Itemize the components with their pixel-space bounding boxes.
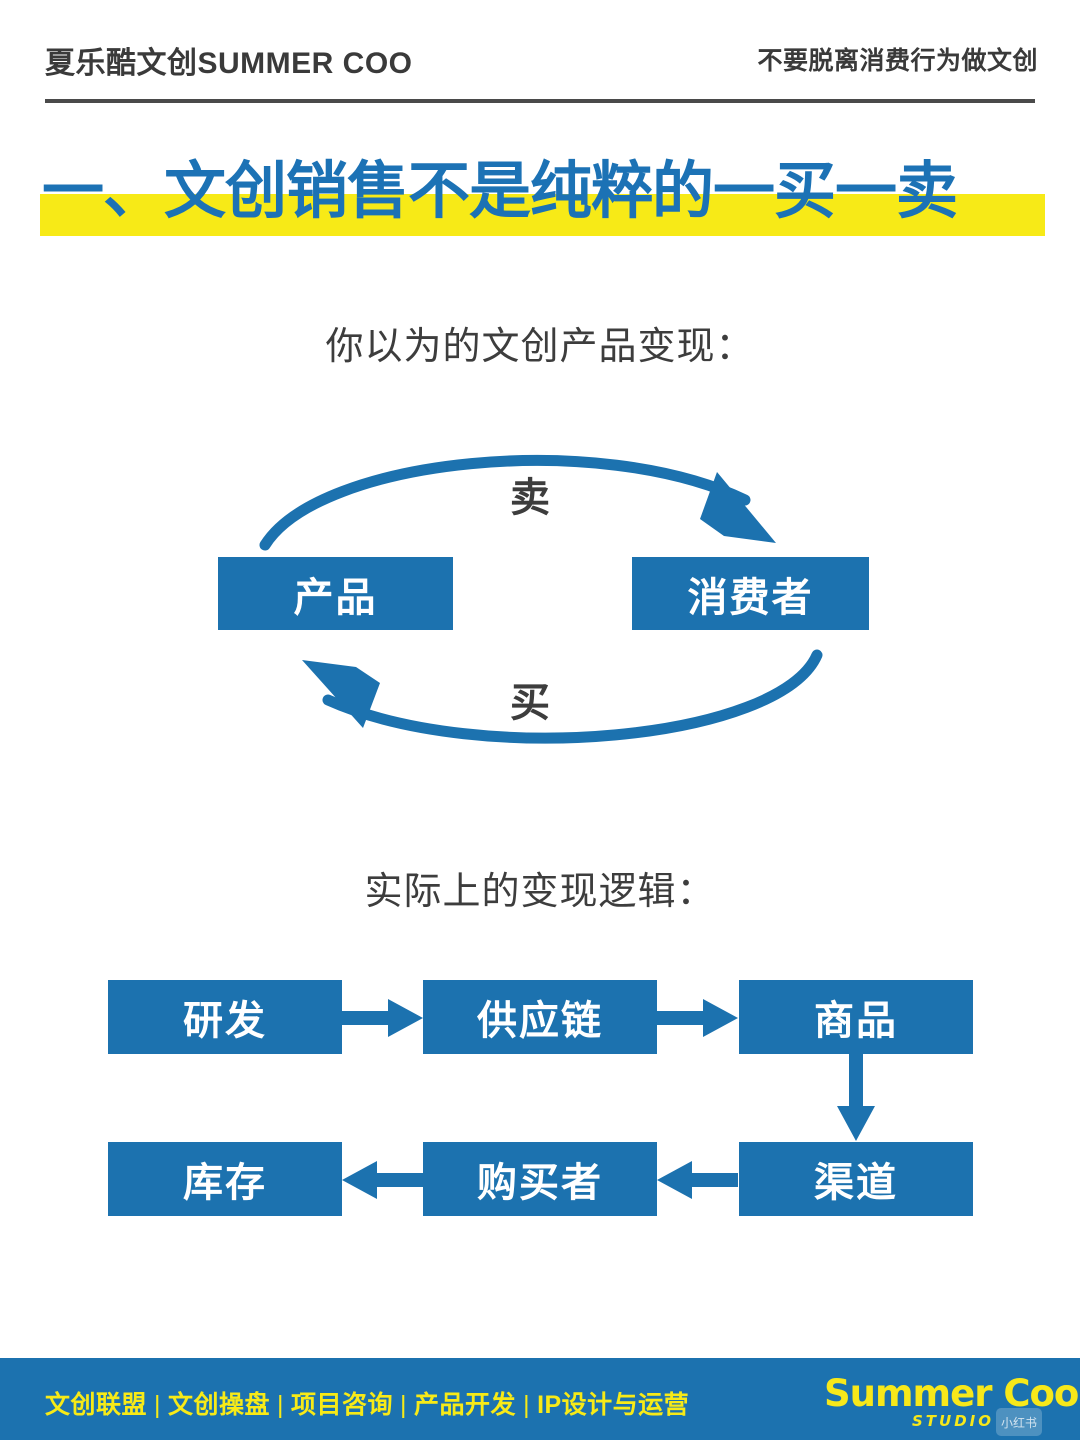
- header-tagline: 不要脱离消费行为做文创: [757, 47, 1038, 75]
- footer-logo: Summer Coo STUDIO 小红书: [824, 1372, 1079, 1436]
- footer-link-separator: |: [400, 1391, 408, 1419]
- cycle-diagram: 产品 消费者 卖 买: [180, 420, 900, 780]
- footer-logo-subtitle: STUDIO: [912, 1412, 994, 1430]
- arrow-right-rd-to-supply-icon: [342, 999, 423, 1037]
- footer-link-0[interactable]: 文创联盟: [45, 1391, 148, 1419]
- flow-diagram: 研发 供应链 商品 渠道 购买者 库存: [0, 955, 1080, 1255]
- section-caption-expected: 你以为的文创产品变现：: [325, 326, 755, 368]
- page-header: 夏乐酷文创SUMMER COO 不要脱离消费行为做文创: [0, 0, 1080, 104]
- page-title: 一、文创销售不是纯粹的一买一卖: [42, 157, 958, 226]
- footer-link-3[interactable]: 产品开发: [414, 1391, 517, 1419]
- brand-title: 夏乐酷文创SUMMER COO: [45, 47, 413, 80]
- cycle-arrows-svg: [259, 455, 823, 744]
- headline-highlight-band: [40, 194, 1045, 236]
- footer-service-links: 文创联盟|文创操盘|项目咨询|产品开发|IP设计与运营: [45, 1385, 689, 1421]
- cycle-node-product: 产品: [218, 557, 453, 630]
- headline-block: 一、文创销售不是纯粹的一买一卖: [0, 150, 1080, 250]
- cycle-node-consumer: 消费者: [632, 557, 869, 630]
- footer-link-2[interactable]: 项目咨询: [291, 1391, 394, 1419]
- header-divider: [45, 99, 1035, 103]
- cycle-label-sell: 卖: [510, 476, 551, 520]
- flow-node-buyer: 购买者: [423, 1142, 657, 1216]
- page-footer: 文创联盟|文创操盘|项目咨询|产品开发|IP设计与运营 Summer Coo S…: [0, 1358, 1080, 1440]
- cycle-label-buy: 买: [510, 681, 551, 725]
- footer-link-4[interactable]: IP设计与运营: [537, 1391, 690, 1419]
- flow-node-supply: 供应链: [423, 980, 657, 1054]
- sell-arrow-icon: [259, 455, 776, 551]
- flow-node-channel: 渠道: [739, 1142, 973, 1216]
- section-caption-actual: 实际上的变现逻辑：: [364, 871, 716, 913]
- footer-logo-name: Summer Coo: [824, 1372, 1079, 1415]
- flow-node-goods: 商品: [739, 980, 973, 1054]
- arrow-left-buyer-to-inventory-icon: [342, 1161, 423, 1199]
- arrow-left-channel-to-buyer-icon: [657, 1161, 738, 1199]
- arrow-right-supply-to-goods-icon: [657, 999, 738, 1037]
- buy-arrow-icon: [302, 649, 823, 744]
- arrow-down-goods-to-channel-icon: [837, 1054, 875, 1141]
- footer-link-1[interactable]: 文创操盘: [168, 1391, 271, 1419]
- footer-link-separator: |: [277, 1391, 285, 1419]
- footer-link-separator: |: [523, 1391, 531, 1419]
- footer-link-separator: |: [154, 1391, 162, 1419]
- watermark-badge: 小红书: [996, 1408, 1042, 1436]
- flow-node-rd: 研发: [108, 980, 342, 1054]
- flow-node-inventory: 库存: [108, 1142, 342, 1216]
